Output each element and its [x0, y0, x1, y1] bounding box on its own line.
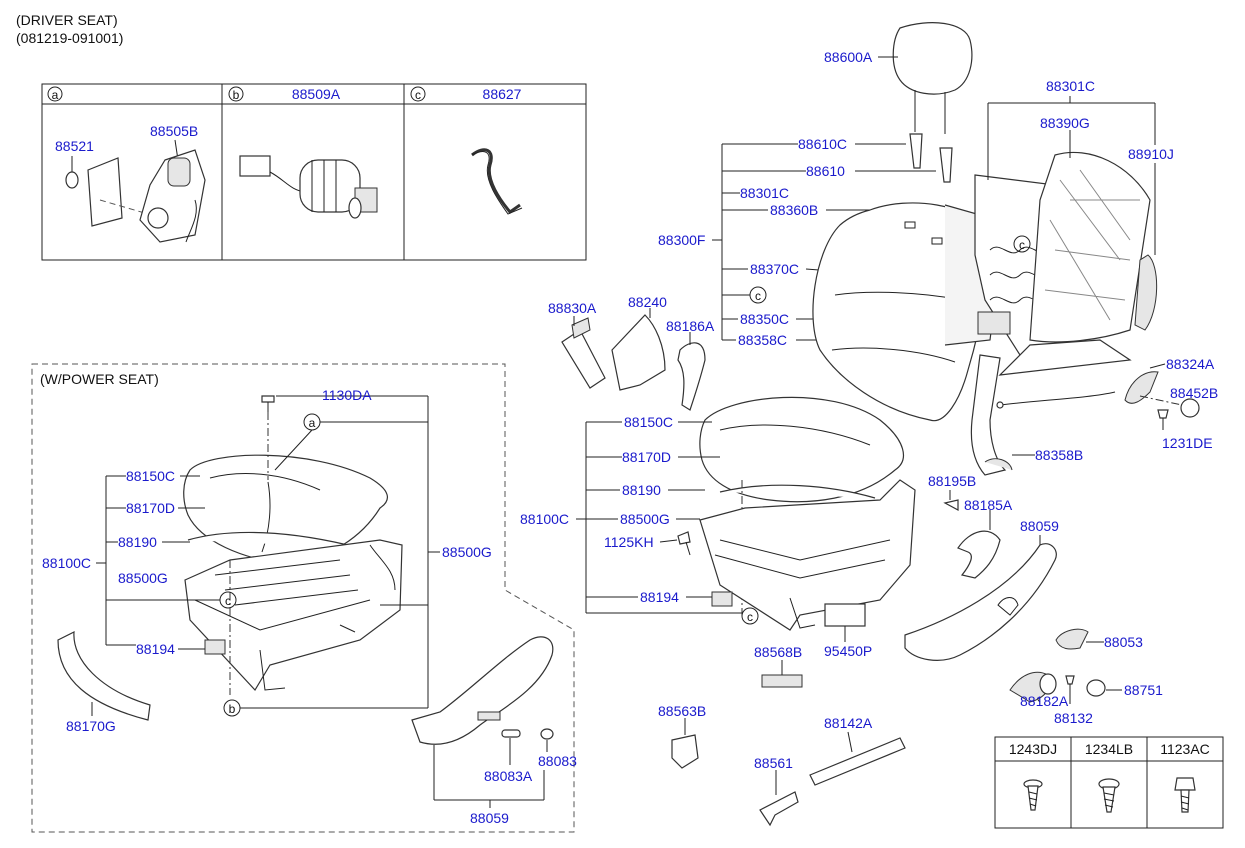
inset-letter-c: c	[415, 88, 421, 102]
callout-a: a	[309, 416, 316, 430]
fastener-table: 1243DJ 1234LB 1123AC	[994, 736, 1224, 829]
part-88150C-main[interactable]: 88150C	[624, 414, 673, 430]
part-88170G[interactable]: 88170G	[66, 718, 116, 734]
part-88053[interactable]: 88053	[1104, 634, 1143, 650]
part-88301C-back[interactable]: 88301C	[1046, 78, 1095, 94]
power-seat-title: (W/POWER SEAT)	[40, 371, 159, 387]
part-88358B[interactable]: 88358B	[1035, 447, 1083, 463]
part-88190-main[interactable]: 88190	[622, 482, 661, 498]
part-88521[interactable]: 88521	[55, 138, 94, 154]
part-88500G-power-left[interactable]: 88500G	[118, 570, 168, 586]
part-88561[interactable]: 88561	[754, 755, 793, 771]
part-88370C[interactable]: 88370C	[750, 261, 799, 277]
part-88185A[interactable]: 88185A	[964, 497, 1013, 513]
part-88150C-power[interactable]: 88150C	[126, 468, 175, 484]
part-88360B[interactable]: 88360B	[770, 202, 818, 218]
part-88452B[interactable]: 88452B	[1170, 385, 1218, 401]
part-88910J[interactable]: 88910J	[1128, 146, 1174, 162]
diagram-title: (DRIVER SEAT)	[16, 12, 118, 28]
part-88627[interactable]: 88627	[483, 86, 522, 102]
callout-b: b	[229, 702, 236, 716]
part-88500G-main[interactable]: 88500G	[620, 511, 670, 527]
part-88100C-main[interactable]: 88100C	[520, 511, 569, 527]
part-88059-power[interactable]: 88059	[470, 810, 509, 826]
part-1130DA-power[interactable]: 1130DA	[322, 387, 372, 403]
part-88194-main[interactable]: 88194	[640, 589, 679, 605]
part-88500G-power-right[interactable]: 88500G	[442, 544, 492, 560]
part-88190-power[interactable]: 88190	[118, 534, 157, 550]
actuator-motor-drawing	[239, 155, 378, 219]
main-assembly: 88600A 88610C 88610 88301C 88360B 88300F…	[520, 22, 1218, 827]
screw-1234LB-icon	[1098, 778, 1120, 813]
part-1125KH[interactable]: 1125KH	[604, 534, 654, 550]
part-88132[interactable]: 88132	[1054, 710, 1093, 726]
part-88509A[interactable]: 88509A	[292, 86, 341, 102]
part-88083A[interactable]: 88083A	[484, 768, 533, 784]
part-88059-main[interactable]: 88059	[1020, 518, 1059, 534]
part-88350C[interactable]: 88350C	[740, 311, 789, 327]
part-88568B[interactable]: 88568B	[754, 644, 802, 660]
part-88240[interactable]: 88240	[628, 294, 667, 310]
part-95450P[interactable]: 95450P	[824, 643, 872, 659]
diagram-date-range: (081219-091001)	[16, 30, 124, 46]
part-88358C[interactable]: 88358C	[738, 332, 787, 348]
part-88324A[interactable]: 88324A	[1166, 356, 1215, 372]
part-88170D-main[interactable]: 88170D	[622, 449, 671, 465]
part-88182A[interactable]: 88182A	[1020, 693, 1069, 709]
part-88563B[interactable]: 88563B	[658, 703, 706, 719]
part-88300F[interactable]: 88300F	[658, 232, 705, 248]
part-88505B[interactable]: 88505B	[150, 123, 198, 139]
power-seat-box: (W/POWER SEAT) 1130DA a b 88500G	[31, 363, 577, 833]
part-88194-power[interactable]: 88194	[136, 641, 175, 657]
callout-c-main-2: c	[1019, 238, 1025, 252]
inset-letter-b: b	[233, 88, 240, 102]
fastener-header-1234LB: 1234LB	[1085, 741, 1133, 757]
part-88390G[interactable]: 88390G	[1040, 115, 1090, 131]
part-1231DE[interactable]: 1231DE	[1162, 435, 1213, 451]
inset-letter-a: a	[52, 88, 59, 102]
part-88610C[interactable]: 88610C	[798, 136, 847, 152]
inset-box: a b c 88509A 88627 88521 88505B	[41, 83, 587, 261]
wire-clip-drawing	[471, 148, 523, 215]
callout-c-power: c	[225, 594, 231, 608]
motor-bracket-drawing	[65, 139, 206, 243]
fastener-header-1123AC: 1123AC	[1160, 741, 1210, 757]
bolt-1123AC-icon	[1174, 777, 1196, 813]
screw-1243DJ-icon	[1023, 779, 1043, 811]
part-88610[interactable]: 88610	[806, 163, 845, 179]
part-88142A[interactable]: 88142A	[824, 715, 873, 731]
part-88100C-power[interactable]: 88100C	[42, 555, 91, 571]
part-88186A[interactable]: 88186A	[666, 318, 715, 334]
part-88751[interactable]: 88751	[1124, 682, 1163, 698]
part-88301C-upper[interactable]: 88301C	[740, 185, 789, 201]
part-88195B[interactable]: 88195B	[928, 473, 976, 489]
callout-c-main-3: c	[747, 610, 753, 624]
part-88830A[interactable]: 88830A	[548, 300, 597, 316]
part-88083[interactable]: 88083	[538, 753, 577, 769]
part-88170D-power[interactable]: 88170D	[126, 500, 175, 516]
part-88600A[interactable]: 88600A	[824, 49, 873, 65]
fastener-header-1243DJ: 1243DJ	[1009, 741, 1057, 757]
callout-c-main-1: c	[755, 289, 761, 303]
